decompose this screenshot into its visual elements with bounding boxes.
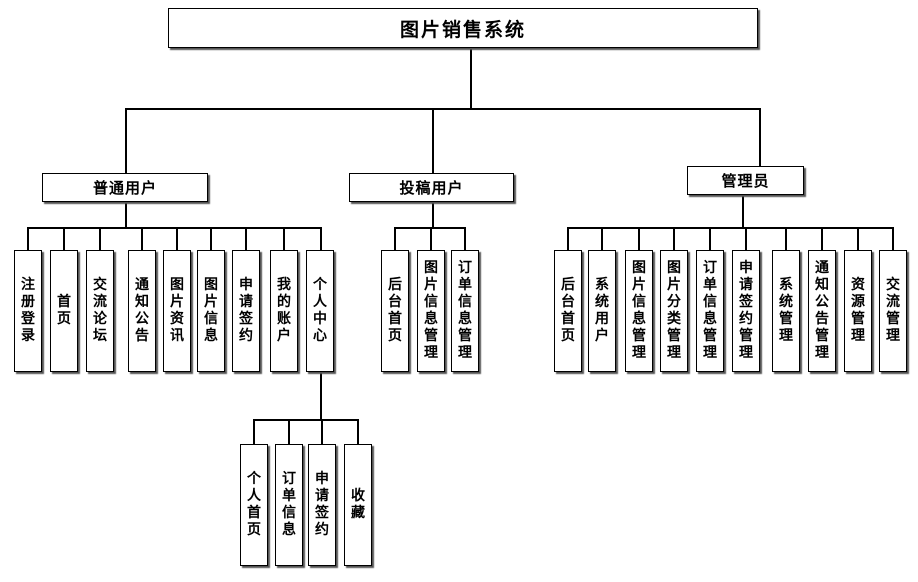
connector [253,419,255,444]
module-node: 后台首页 [381,250,409,372]
module-node: 个人中心 [306,250,334,372]
module-node: 首页 [50,250,78,372]
connector [745,227,747,250]
connector [27,227,29,250]
connector [99,227,101,250]
connector [176,227,178,250]
connector [125,201,127,228]
module-label: 订单信息管理 [703,260,717,361]
connector [567,227,569,250]
module-node: 图片信息管理 [417,250,445,372]
module-label: 交流论坛 [93,277,107,344]
connector [253,419,359,421]
connector [125,108,761,110]
role-node: 普通用户 [42,173,208,202]
module-label: 订单信息管理 [458,260,472,361]
module-label: 图片分类管理 [667,260,681,361]
module-node: 资源管理 [844,250,872,372]
connector [785,227,787,250]
connector [430,227,432,250]
connector [125,108,127,173]
connector [283,227,285,250]
connector [141,227,143,250]
connector [321,419,323,444]
module-node: 订单信息管理 [696,250,724,372]
module-node: 后台首页 [554,250,582,372]
connector [432,201,434,228]
module-node: 申请签约 [232,250,260,372]
connector [567,227,892,229]
module-label: 图片信息 [204,277,218,344]
module-label: 通知公告管理 [815,260,829,361]
module-label: 图片资讯 [170,277,184,344]
module-node: 系统管理 [772,250,800,372]
module-node: 图片信息 [197,250,225,372]
role-node: 管理员 [687,166,804,195]
connector [742,194,744,228]
module-node: 图片资讯 [163,250,191,372]
connector [320,227,322,250]
module-label: 系统用户 [595,277,609,344]
module-label: 图片信息管理 [632,260,646,361]
connector [759,108,761,166]
submodule-label: 申请签约 [315,471,329,538]
module-node: 图片分类管理 [660,250,688,372]
module-label: 我的账户 [277,277,291,344]
module-label: 个人中心 [313,277,327,344]
submodule-label: 个人首页 [247,471,261,538]
connector [821,227,823,250]
connector [601,227,603,250]
connector [27,227,322,229]
submodule-node: 个人首页 [240,444,268,566]
module-node: 交流管理 [879,250,907,372]
module-label: 资源管理 [851,277,865,344]
connector [709,227,711,250]
submodule-node: 订单信息 [275,444,303,566]
connector [63,227,65,250]
connector [892,227,894,250]
connector [470,47,472,109]
module-node: 交流论坛 [86,250,114,372]
connector [673,227,675,250]
root-node: 图片销售系统 [168,8,758,48]
module-node: 通知公告管理 [808,250,836,372]
connector [857,227,859,250]
module-node: 订单信息管理 [451,250,479,372]
submodule-label: 收藏 [351,488,365,521]
module-label: 注册登录 [21,277,35,344]
module-label: 交流管理 [886,277,900,344]
module-node: 注册登录 [14,250,42,372]
module-label: 申请签约 [239,277,253,344]
connector [288,419,290,444]
connector [245,227,247,250]
module-label: 后台首页 [388,277,402,344]
module-node: 我的账户 [270,250,298,372]
connector [464,227,466,250]
connector [394,227,396,250]
module-node: 申请签约管理 [732,250,760,372]
module-node: 通知公告 [128,250,156,372]
module-label: 首页 [57,294,71,327]
connector [638,227,640,250]
module-label: 通知公告 [135,277,149,344]
module-label: 图片信息管理 [424,260,438,361]
module-label: 系统管理 [779,277,793,344]
role-node: 投稿用户 [349,173,514,202]
module-label: 后台首页 [561,277,575,344]
connector [432,108,434,173]
submodule-node: 申请签约 [308,444,336,566]
module-node: 系统用户 [588,250,616,372]
connector [210,227,212,250]
module-node: 图片信息管理 [625,250,653,372]
submodule-node: 收藏 [344,444,372,566]
submodule-label: 订单信息 [282,471,296,538]
module-label: 申请签约管理 [739,260,753,361]
connector [320,373,322,420]
connector [357,419,359,444]
